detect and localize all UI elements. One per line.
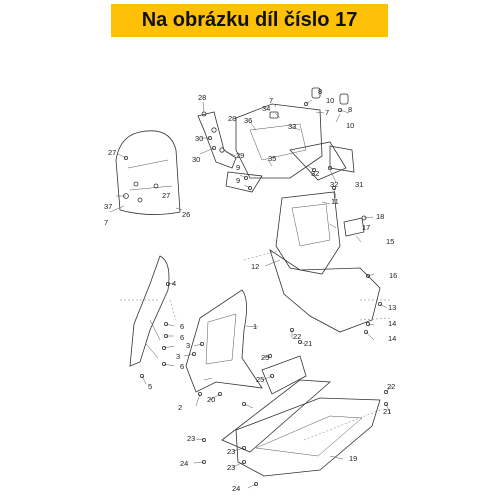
part-label-19: 19 bbox=[349, 454, 357, 463]
part-label-28b: 28 bbox=[228, 114, 236, 123]
part-label-28: 28 bbox=[198, 93, 206, 102]
part-label-10: 10 bbox=[326, 96, 334, 105]
part-label-10b: 10 bbox=[346, 121, 354, 130]
part-label-14: 14 bbox=[388, 319, 396, 328]
part-label-15: 15 bbox=[386, 237, 394, 246]
part-labels: 1 2 3 3 4 5 6 6 6 7 7 7 8 8 9 9 10 10 11… bbox=[104, 87, 397, 493]
front-panel-part bbox=[185, 289, 263, 393]
part-label-13: 13 bbox=[388, 303, 396, 312]
part-label-33: 33 bbox=[288, 122, 296, 131]
page-title: Na obrázku díl číslo 17 bbox=[141, 9, 358, 31]
bracket-part bbox=[197, 111, 237, 169]
part-label-21: 21 bbox=[304, 339, 312, 348]
part-label-8: 8 bbox=[318, 87, 322, 96]
part-label-29: 29 bbox=[236, 151, 244, 160]
part-label-14b: 14 bbox=[388, 334, 396, 343]
part-label-12: 12 bbox=[251, 262, 259, 271]
part-label-25b: 25 bbox=[256, 375, 264, 384]
part-label-32b: 32 bbox=[330, 180, 338, 189]
part-label-17: 17 bbox=[362, 223, 370, 232]
windshield-part bbox=[115, 130, 181, 215]
part-label-2: 2 bbox=[178, 403, 182, 412]
part-label-9: 9 bbox=[236, 163, 240, 172]
upper-cowl-part bbox=[225, 103, 347, 193]
part-label-6b: 6 bbox=[180, 333, 184, 342]
part-label-20: 20 bbox=[207, 395, 215, 404]
part-label-35: 35 bbox=[268, 154, 276, 163]
part-label-27b: 27 bbox=[162, 191, 170, 200]
part-label-26: 26 bbox=[182, 210, 190, 219]
part-label-6: 6 bbox=[180, 322, 184, 331]
part-label-22: 22 bbox=[293, 332, 301, 341]
part-label-27: 27 bbox=[108, 148, 116, 157]
part-label-23: 23 bbox=[187, 434, 195, 443]
part-label-37: 37 bbox=[104, 202, 112, 211]
part-label-24b: 24 bbox=[232, 484, 240, 493]
part-label-36: 36 bbox=[244, 116, 252, 125]
part-label-8b: 8 bbox=[348, 105, 352, 114]
lower-cover-part bbox=[235, 397, 381, 477]
part-label-23c: 23 bbox=[227, 463, 235, 472]
part-label-7: 7 bbox=[269, 96, 273, 105]
grommet-group bbox=[269, 87, 349, 119]
title-banner: Na obrázku díl číslo 17 bbox=[111, 4, 388, 37]
part-label-1: 1 bbox=[253, 322, 257, 331]
part-label-6c: 6 bbox=[180, 362, 184, 371]
part-label-7c: 7 bbox=[104, 218, 108, 227]
part-label-34: 34 bbox=[262, 104, 270, 113]
part-label-25: 25 bbox=[261, 353, 269, 362]
part-label-30: 30 bbox=[195, 134, 203, 143]
leg-shield-part bbox=[221, 355, 331, 453]
part-label-16: 16 bbox=[389, 271, 397, 280]
side-bracket-part bbox=[329, 145, 355, 173]
side-cover-part bbox=[129, 255, 170, 367]
part-label-4: 4 bbox=[172, 279, 176, 288]
part-label-32: 32 bbox=[311, 169, 319, 178]
part-label-18: 18 bbox=[376, 212, 384, 221]
part-label-5: 5 bbox=[148, 382, 152, 391]
inner-panel-part bbox=[269, 191, 381, 333]
part-label-31: 31 bbox=[355, 180, 363, 189]
part-label-3: 3 bbox=[176, 352, 180, 361]
part-label-7b: 7 bbox=[325, 108, 329, 117]
part-label-11: 11 bbox=[331, 197, 339, 206]
part-label-22b: 22 bbox=[387, 382, 395, 391]
part-label-30b: 30 bbox=[192, 155, 200, 164]
part-label-9b: 9 bbox=[236, 176, 240, 185]
part-label-23b: 23 bbox=[227, 447, 235, 456]
part-label-21b: 21 bbox=[383, 407, 391, 416]
part-label-24: 24 bbox=[180, 459, 188, 468]
part-label-3b: 3 bbox=[186, 341, 190, 350]
fastener-group bbox=[123, 102, 388, 486]
